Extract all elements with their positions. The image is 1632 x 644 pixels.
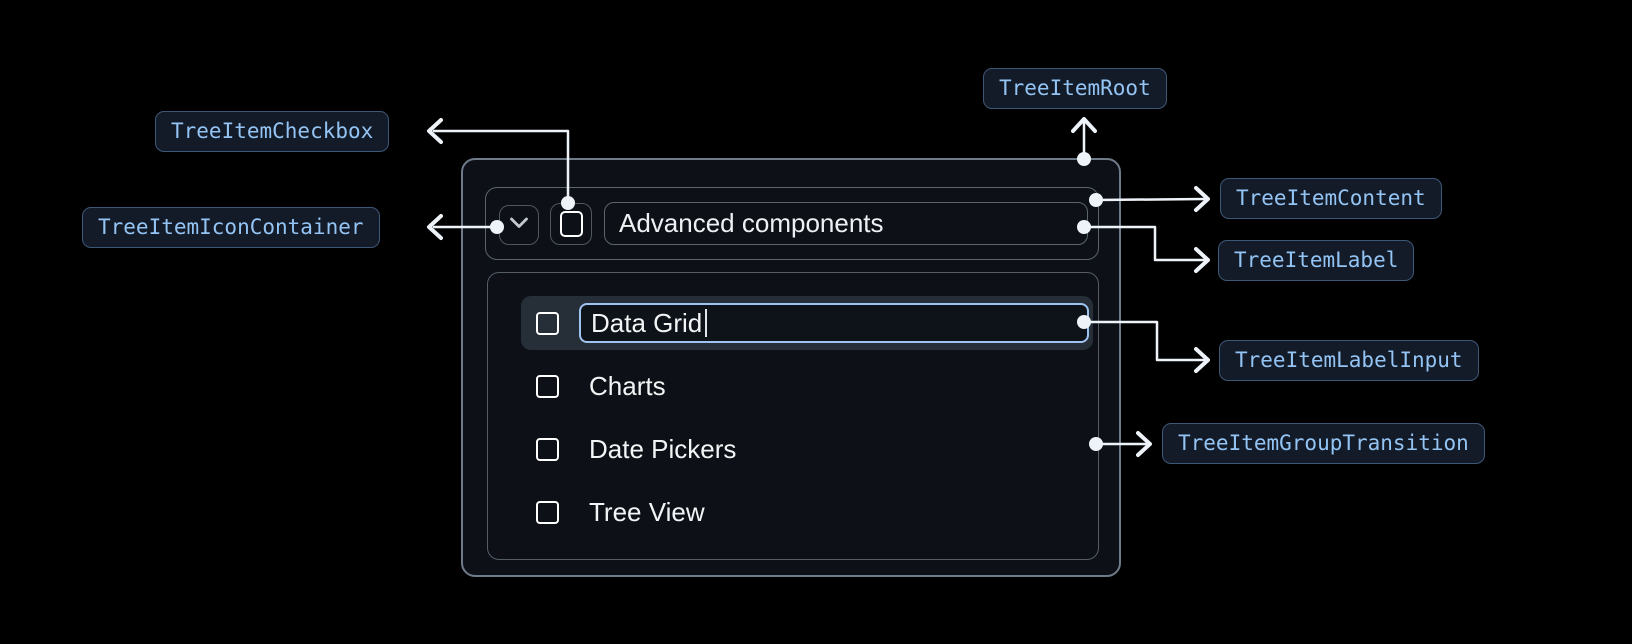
tree-row-tree-view[interactable]: Tree View [521, 485, 1093, 539]
annotation-chip-checkbox: TreeItemCheckbox [155, 111, 390, 152]
tree-row-charts[interactable]: Charts [521, 359, 1093, 413]
checkbox-unchecked-icon[interactable] [536, 500, 559, 524]
tree-row-label: Date Pickers [589, 433, 737, 464]
tree-item-label[interactable]: Advanced components [604, 202, 1088, 245]
annotation-text: TreeItemCheckbox [171, 119, 374, 143]
annotation-chip-icon-container: TreeItemIconContainer [82, 207, 380, 248]
tree-row-label: Tree View [589, 496, 705, 527]
tree-row-label: Charts [589, 370, 666, 401]
checkbox-unchecked-icon[interactable] [536, 311, 559, 335]
checkbox-unchecked-icon[interactable] [536, 374, 559, 398]
tree-item-root-panel: Advanced components Data Grid Charts Dat… [461, 158, 1121, 577]
tree-row-date-pickers[interactable]: Date Pickers [521, 422, 1093, 476]
annotation-text: TreeItemGroupTransition [1178, 431, 1469, 455]
annotation-chip-content: TreeItemContent [1220, 178, 1442, 219]
parent-label-text: Advanced components [619, 208, 884, 238]
checkbox-unchecked-icon[interactable] [536, 437, 559, 461]
checkbox-unchecked-icon [559, 211, 583, 237]
annotation-text: TreeItemLabel [1234, 248, 1399, 272]
annotation-text: TreeItemLabelInput [1235, 348, 1463, 372]
tree-item-label-input[interactable]: Data Grid [579, 303, 1089, 343]
chevron-down-icon [509, 216, 529, 234]
tree-item-content[interactable]: Advanced components [485, 187, 1099, 260]
annotation-chip-label: TreeItemLabel [1218, 240, 1415, 281]
annotation-chip-group-transition: TreeItemGroupTransition [1162, 423, 1485, 464]
tree-row-data-grid[interactable]: Data Grid [521, 296, 1093, 350]
text-cursor-icon [705, 309, 708, 337]
label-input-text: Data Grid [591, 307, 703, 338]
tree-item-checkbox[interactable] [550, 203, 592, 245]
annotation-chip-label-input: TreeItemLabelInput [1219, 340, 1479, 381]
annotation-text: TreeItemContent [1236, 186, 1426, 210]
tree-item-group-transition: Data Grid Charts Date Pickers Tree View [487, 272, 1099, 560]
annotation-text: TreeItemRoot [999, 76, 1151, 100]
annotation-chip-root: TreeItemRoot [983, 68, 1167, 109]
annotation-text: TreeItemIconContainer [98, 215, 364, 239]
expand-collapse-button[interactable] [499, 205, 539, 245]
